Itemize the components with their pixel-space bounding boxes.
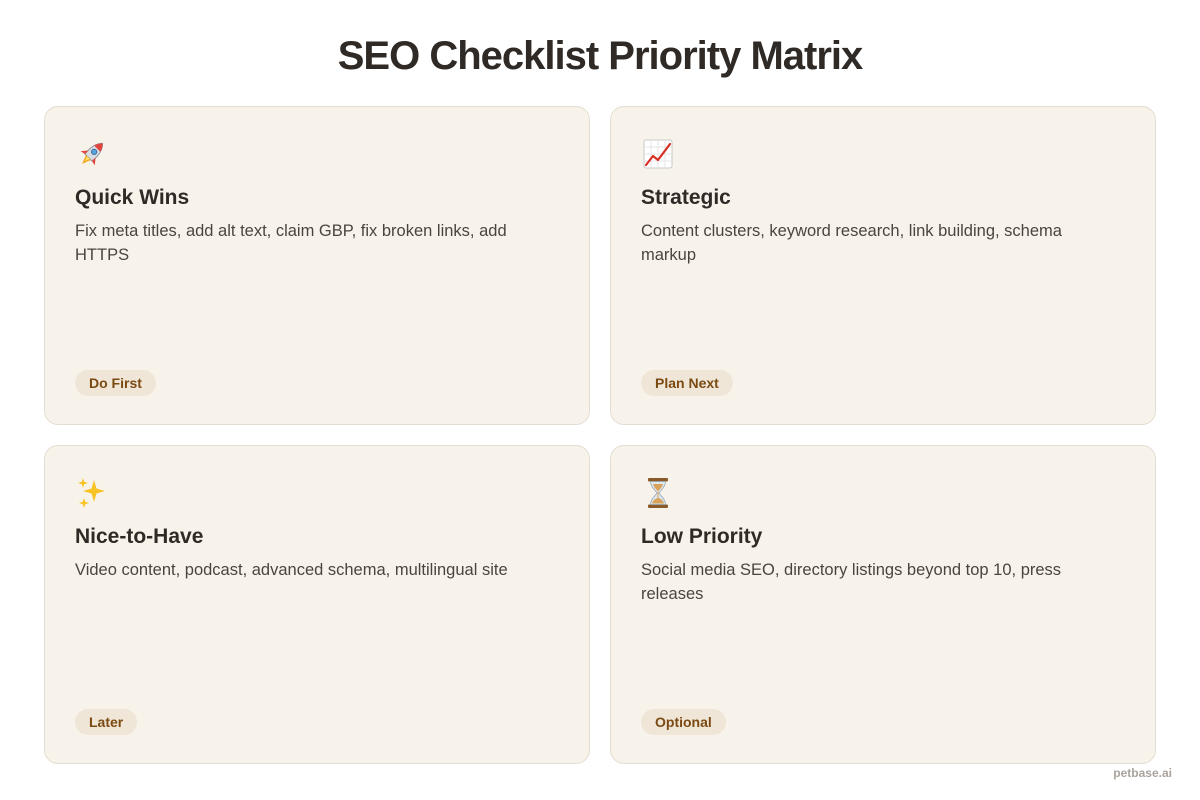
priority-matrix-grid: Quick Wins Fix meta titles, add alt text…	[44, 106, 1156, 764]
card-quick-wins: Quick Wins Fix meta titles, add alt text…	[44, 106, 590, 425]
card-strategic: Strategic Content clusters, keyword rese…	[610, 106, 1156, 425]
priority-badge: Later	[75, 709, 138, 735]
card-description: Social media SEO, directory listings bey…	[641, 561, 1062, 603]
card-description: Video content, podcast, advanced schema,…	[75, 561, 508, 579]
priority-badge: Do First	[75, 370, 156, 396]
watermark: petbase.ai	[1113, 766, 1172, 780]
card-description: Fix meta titles, add alt text, claim GBP…	[75, 222, 507, 264]
card-title: Low Priority	[641, 525, 763, 548]
card-description: Content clusters, keyword research, link…	[641, 222, 1062, 264]
card-title: Nice-to-Have	[75, 525, 204, 548]
card-nice-to-have: Nice-to-Have Video content, podcast, adv…	[44, 445, 590, 764]
card-low-priority: Low Priority Social media SEO, directory…	[610, 445, 1156, 764]
chart-increasing-icon	[643, 139, 673, 169]
card-title: Strategic	[641, 186, 731, 209]
rocket-icon	[80, 142, 104, 166]
hourglass-icon	[648, 478, 668, 508]
card-title: Quick Wins	[75, 186, 190, 209]
priority-badge: Plan Next	[641, 370, 733, 396]
sparkles-icon	[78, 478, 105, 508]
priority-badge: Optional	[641, 709, 726, 735]
page-title: SEO Checklist Priority Matrix	[337, 34, 864, 78]
